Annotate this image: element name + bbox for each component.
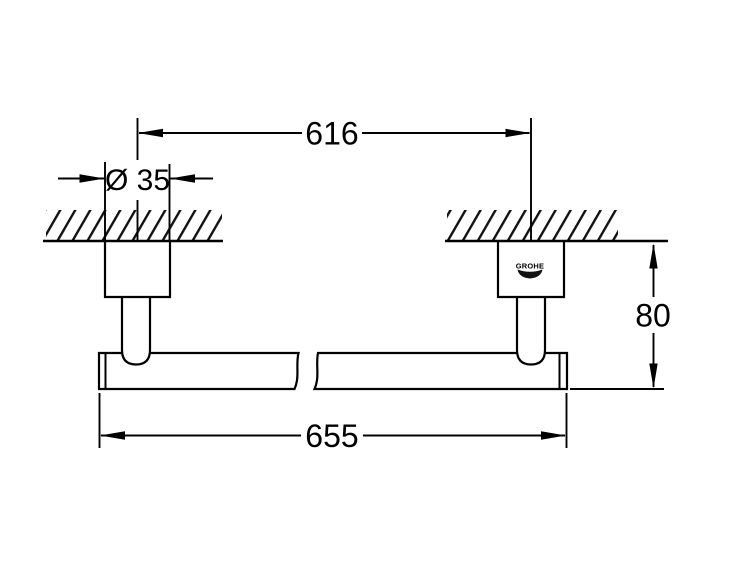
dimension-655 xyxy=(98,393,568,448)
grohe-logo-swoosh xyxy=(517,269,543,279)
arrowhead-616-right xyxy=(505,128,531,138)
dimension-label-wall-projection: 80 xyxy=(635,298,671,334)
dimension-label-flange-diameter: Ø 35 xyxy=(105,164,170,197)
dimension-label-center-distance: 616 xyxy=(305,116,358,152)
wall-flange-right xyxy=(496,241,566,299)
wall-hatch-left xyxy=(46,210,222,240)
wall-flange-left xyxy=(103,241,172,299)
towel-bar-left-segment xyxy=(97,351,300,391)
arrowhead-616-left xyxy=(138,128,163,138)
towel-bar-right-segment xyxy=(312,351,569,391)
dimension-label-overall-length: 655 xyxy=(305,418,358,454)
wall-hatch-right xyxy=(447,210,618,240)
arrowhead-80-bottom xyxy=(649,363,658,389)
arrowhead-655-left xyxy=(100,431,125,440)
grohe-logo: GROHE xyxy=(516,262,545,279)
grohe-logo-text: GROHE xyxy=(516,262,545,271)
arrowhead-80-top xyxy=(649,243,658,269)
dimension-616 xyxy=(136,118,532,241)
arrowhead-655-right xyxy=(541,431,566,440)
arrowhead-diameter-left xyxy=(79,174,105,183)
post-stem-right xyxy=(515,296,547,366)
post-stem-left xyxy=(120,296,152,366)
arrowhead-diameter-right xyxy=(170,174,195,183)
